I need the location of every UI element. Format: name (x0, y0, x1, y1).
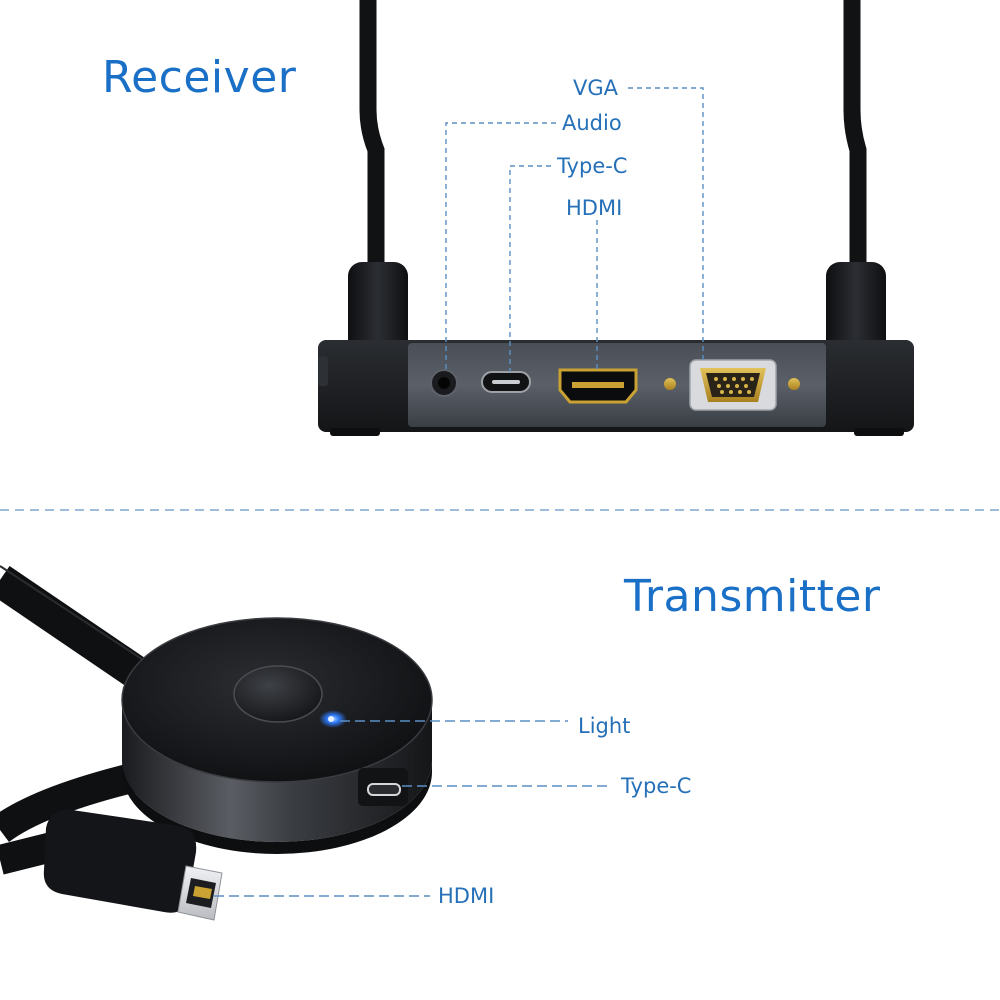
type-c-leader-line (509, 165, 551, 372)
receiver-hdmi-port (558, 368, 638, 404)
transmitter-type-c-label: Type-C (621, 774, 692, 798)
left-antenna (348, 0, 408, 362)
receiver-hdmi-label: HDMI (566, 196, 623, 220)
receiver-vga-port (664, 359, 800, 411)
status-light-icon (319, 710, 347, 728)
receiver-audio-port (430, 369, 458, 397)
transmitter-hdmi-plug (43, 809, 223, 921)
receiver-vga-label: VGA (573, 76, 619, 100)
transmitter-button (233, 665, 323, 723)
audio-leader-line (445, 122, 556, 370)
right-antenna (826, 0, 886, 362)
transmitter-leader-lines (214, 720, 612, 897)
transmitter-light-label: Light (578, 714, 631, 738)
receiver-type-c-port (481, 371, 531, 393)
receiver-leader-lines (445, 87, 704, 372)
receiver-type-c-label: Type-C (557, 154, 628, 178)
transmitter-device (0, 565, 433, 921)
receiver-audio-label: Audio (562, 111, 622, 135)
transmitter-hdmi-label: HDMI (438, 884, 495, 908)
transmitter-type-c-port (358, 768, 408, 806)
vga-leader-line (628, 87, 704, 360)
receiver-heading: Receiver (102, 52, 297, 103)
transmitter-heading: Transmitter (624, 571, 881, 622)
receiver-device (318, 0, 914, 436)
